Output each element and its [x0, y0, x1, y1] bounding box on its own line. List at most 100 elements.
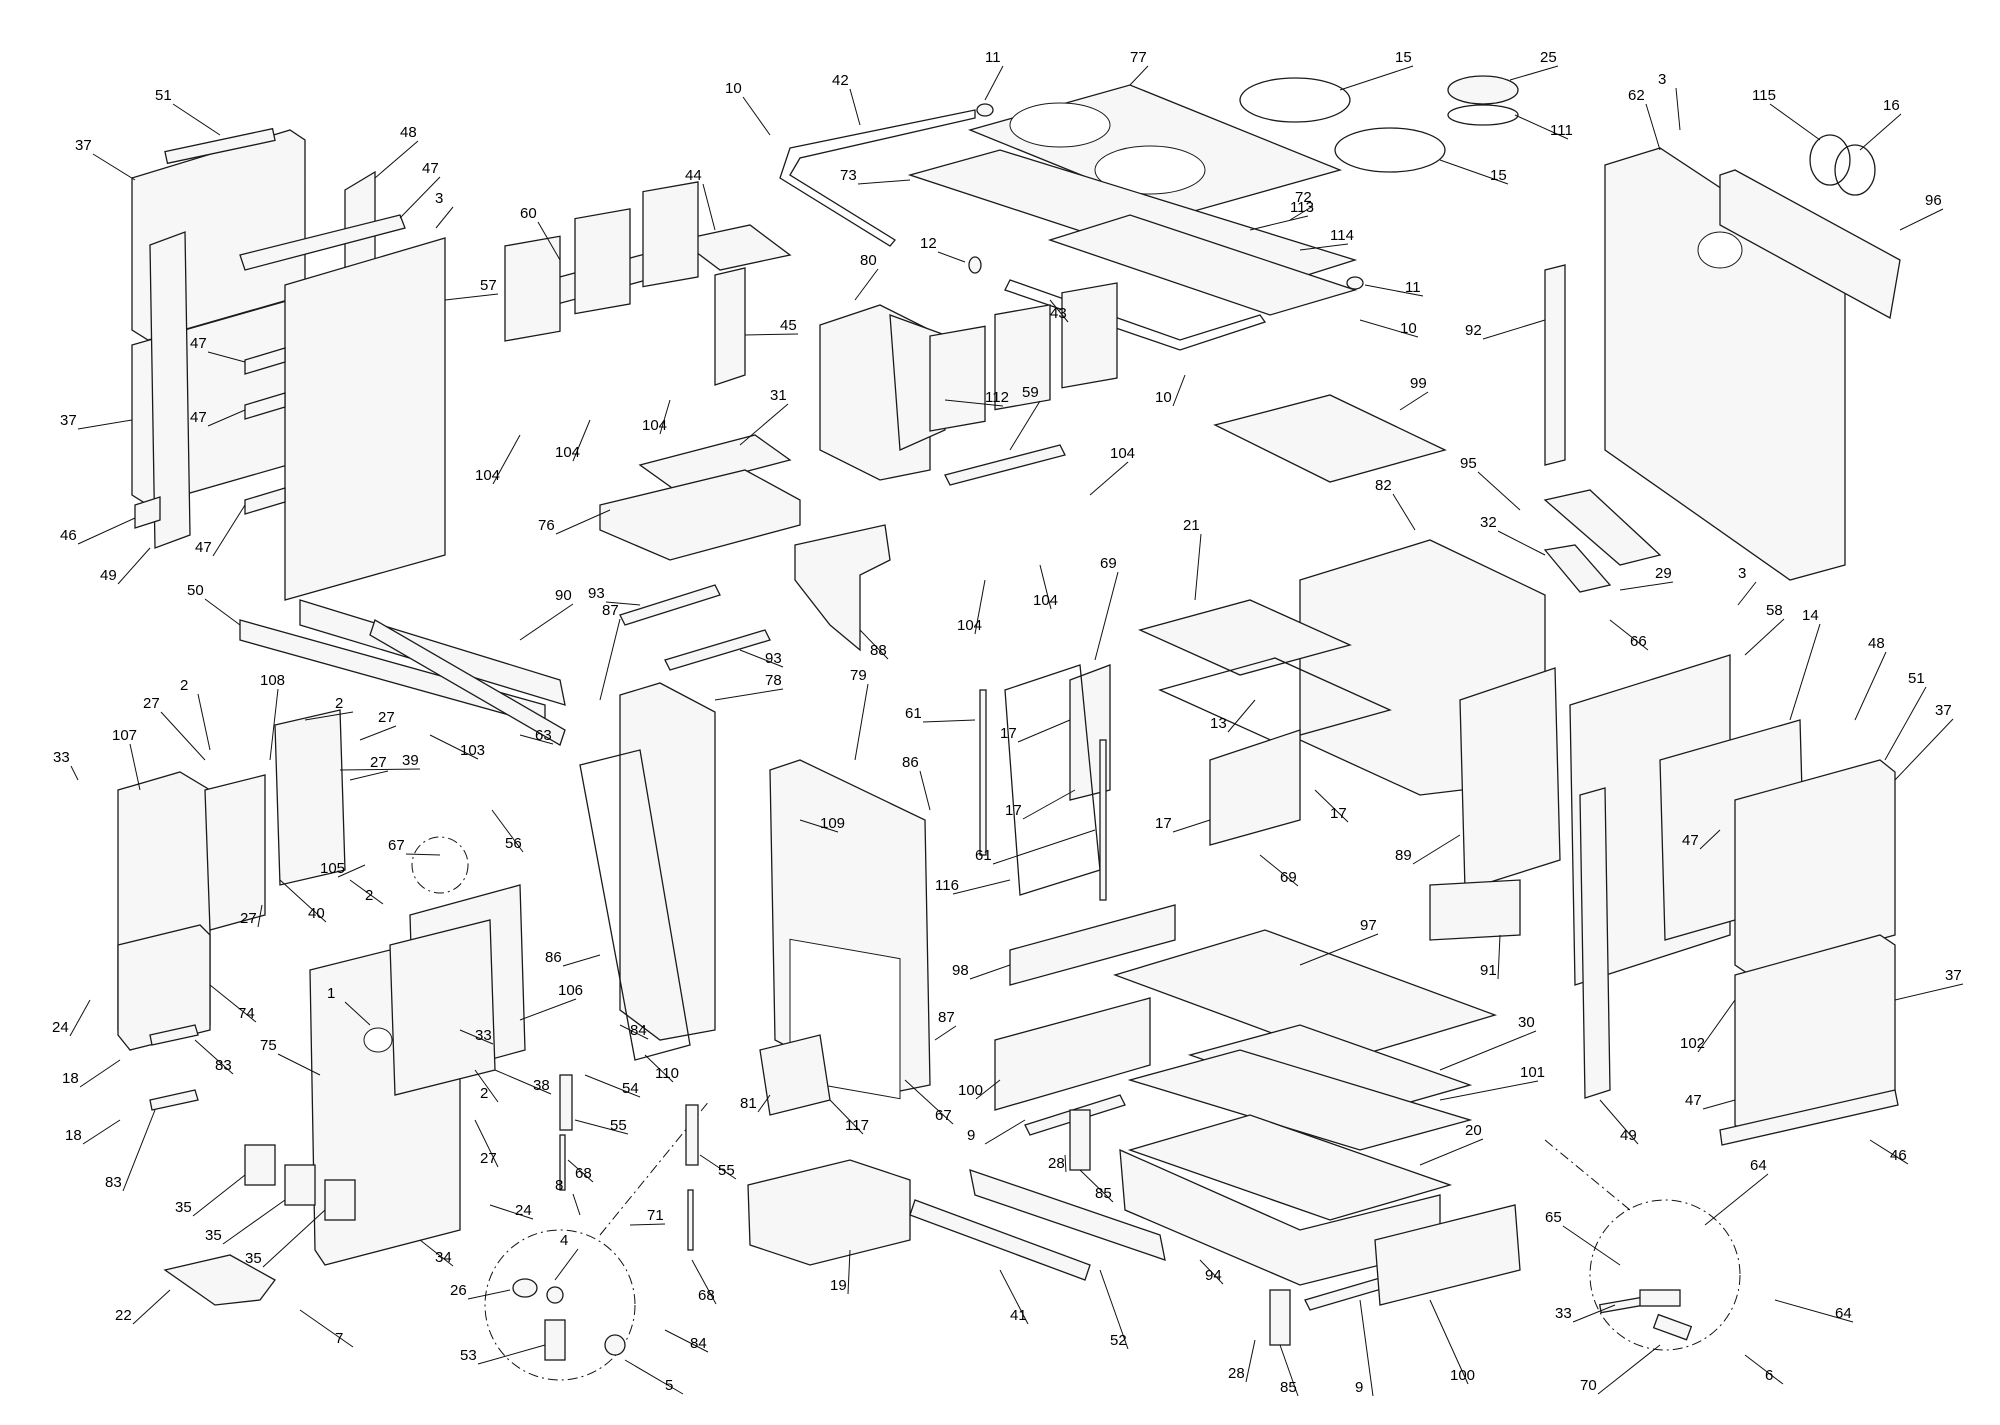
callout-2: 2	[480, 1085, 488, 1102]
part-83-plate-2	[149, 1089, 199, 1111]
part-110-seal	[579, 749, 691, 1061]
callout-leader-2	[474, 1069, 499, 1103]
part-53-hinge	[544, 1319, 566, 1361]
part-89-panel	[1459, 667, 1561, 891]
callout-leader-19	[847, 1249, 851, 1295]
callout-18: 18	[65, 1127, 82, 1144]
callout-leader-115	[1769, 103, 1821, 141]
callout-leader-81	[757, 1094, 771, 1113]
part-68-rod-1	[559, 1134, 566, 1191]
callout-74: 74	[238, 1005, 255, 1022]
callout-87: 87	[938, 1009, 955, 1026]
callout-leader-85	[1279, 1344, 1299, 1397]
callout-10: 10	[1400, 320, 1417, 337]
callout-66: 66	[1630, 633, 1647, 650]
callout-37: 37	[1935, 702, 1952, 719]
callout-2: 2	[335, 695, 343, 712]
callout-leader-90	[519, 603, 574, 641]
callout-leader-14	[1789, 623, 1821, 721]
callout-35: 35	[205, 1227, 222, 1244]
callout-leader-109	[799, 819, 839, 833]
callout-22: 22	[115, 1307, 132, 1324]
part-55-pin-1	[559, 1074, 573, 1131]
callout-leader-106	[519, 998, 577, 1021]
callout-49: 49	[100, 567, 117, 584]
callout-9: 9	[967, 1127, 975, 1144]
callout-47: 47	[190, 335, 207, 352]
part-104-brick-1	[504, 235, 561, 342]
callout-46: 46	[60, 527, 77, 544]
callout-50: 50	[187, 582, 204, 599]
part-61-strip-1	[979, 689, 987, 856]
callout-leader-48	[374, 140, 419, 179]
callout-leader-17	[1314, 789, 1349, 823]
callout-49: 49	[1620, 1127, 1637, 1144]
callout-104: 104	[642, 417, 667, 434]
callout-17: 17	[1155, 815, 1172, 832]
callout-leader-41	[999, 1269, 1029, 1325]
callout-43: 43	[1050, 305, 1067, 322]
callout-4: 4	[560, 1232, 568, 1249]
callout-leader-49	[117, 547, 151, 585]
callout-leader-18	[82, 1119, 121, 1145]
callout-69: 69	[1280, 869, 1297, 886]
part-12-pin	[968, 256, 982, 274]
callout-84: 84	[690, 1335, 707, 1352]
callout-leader-26	[467, 1289, 511, 1300]
callout-2: 2	[180, 677, 188, 694]
part-11-knob-2	[1346, 276, 1364, 290]
part-70-pin	[1652, 1313, 1693, 1341]
callout-leader-69	[1259, 854, 1299, 887]
callout-18: 18	[62, 1070, 79, 1087]
callout-leader-6	[1744, 1354, 1784, 1385]
part-25-cover	[1447, 75, 1519, 105]
part-76-ash-tray	[599, 469, 801, 561]
callout-16: 16	[1883, 97, 1900, 114]
callout-leader-93	[739, 649, 784, 668]
callout-3: 3	[435, 190, 443, 207]
callout-leader-45	[744, 333, 799, 336]
part-35-block-1	[244, 1144, 276, 1186]
callout-leader-67	[904, 1079, 954, 1125]
callout-27: 27	[370, 754, 387, 771]
callout-leader-107	[129, 743, 141, 791]
callout-27: 27	[240, 910, 257, 927]
callout-leader-29	[1619, 581, 1674, 591]
callout-leader-103	[429, 734, 479, 760]
part-92-bracket	[1544, 264, 1566, 466]
callout-leader-24	[489, 1204, 534, 1220]
part-47-rail-2	[244, 347, 286, 375]
callout-leader-65	[1562, 1225, 1621, 1266]
callout-leader-3	[1737, 581, 1757, 606]
callout-leader-80	[854, 268, 879, 301]
callout-39: 39	[402, 752, 419, 769]
callout-117: 117	[845, 1117, 869, 1134]
callout-5: 5	[665, 1377, 673, 1394]
callout-leader-52	[1099, 1269, 1129, 1350]
callout-10: 10	[725, 80, 742, 97]
callout-83: 83	[105, 1174, 122, 1191]
callout-leader-59	[1009, 400, 1041, 451]
callout-leader-22	[132, 1289, 171, 1325]
callout-leader-49	[1599, 1099, 1639, 1145]
callout-61: 61	[975, 847, 992, 864]
part-74-lower-door	[117, 924, 211, 1051]
callout-10: 10	[1155, 389, 1172, 406]
callout-35: 35	[175, 1199, 192, 1216]
callout-leader-84	[619, 1024, 649, 1040]
callout-106: 106	[558, 982, 583, 999]
callout-102: 102	[1680, 1035, 1705, 1052]
callout-37: 37	[60, 412, 77, 429]
callout-58: 58	[1766, 602, 1783, 619]
callout-leader-94	[1199, 1259, 1224, 1285]
part-19-drawer	[747, 1159, 911, 1266]
callout-leader-57	[444, 293, 499, 301]
callout-101: 101	[1520, 1064, 1545, 1081]
callout-leader-114	[1299, 243, 1349, 251]
part-26-bushing	[512, 1278, 538, 1298]
callout-leader-87	[934, 1025, 957, 1041]
callout-61: 61	[905, 705, 922, 722]
callout-leader-61	[922, 719, 976, 723]
callout-leader-33	[1572, 1304, 1616, 1323]
callout-leader-17	[1172, 819, 1211, 833]
